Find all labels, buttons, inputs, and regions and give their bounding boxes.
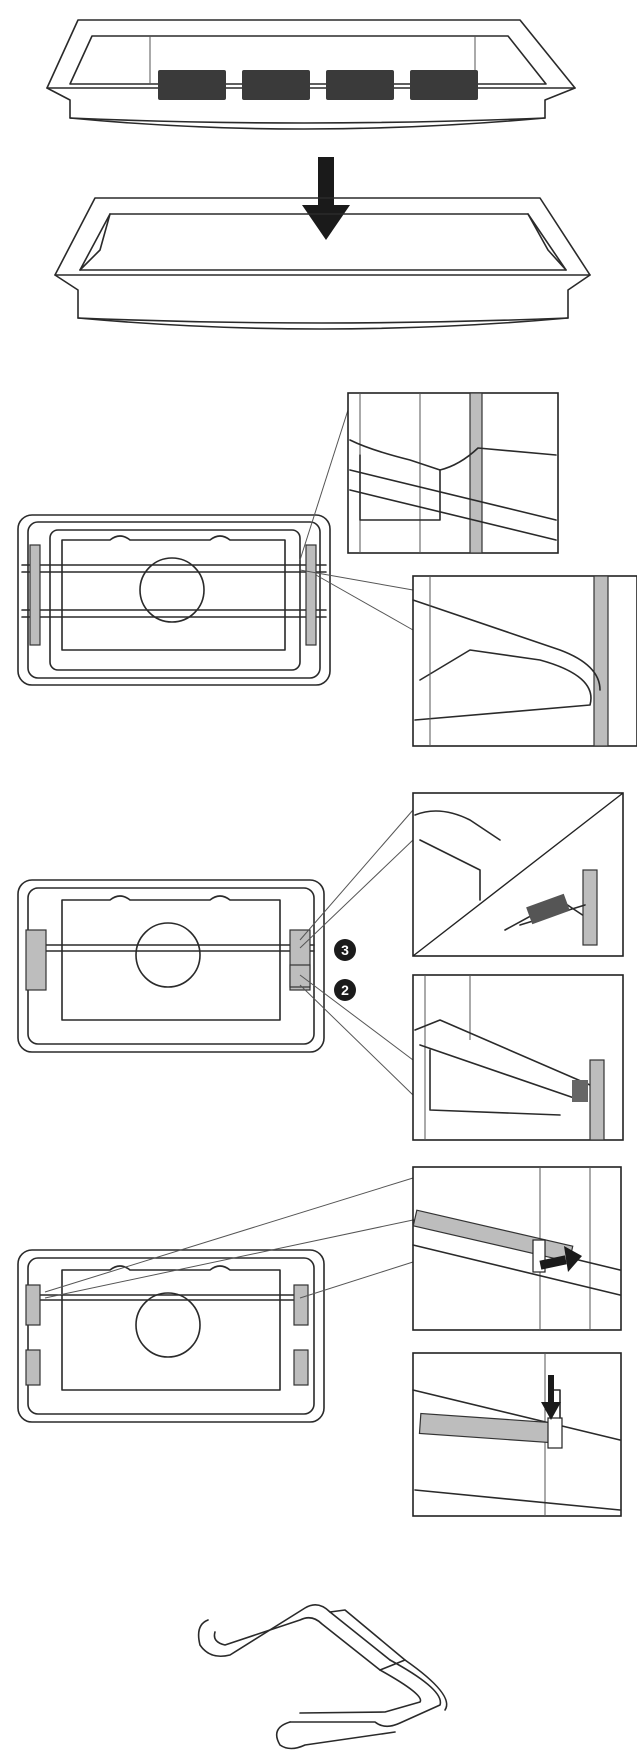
perforated-tray [46,19,576,130]
deep-pan [54,197,591,330]
leader-lines-2 [299,809,414,1096]
tray-perforations [158,70,478,100]
detail-rail-pull [412,1166,622,1331]
arrow-down-small-icon [541,1375,561,1420]
oven-cavity-front-3 [17,1249,325,1423]
level-3-badge: 3 [334,939,356,961]
detail-rail-insert-top [412,792,624,957]
leader-lines-3 [44,1177,414,1299]
wire-bracket [197,1604,448,1750]
detail-shelf-top [347,392,559,554]
oven-cavity-front-1 [17,514,331,686]
leader-lines-1 [299,409,414,631]
detail-shelf-bottom [412,575,637,747]
svg-text:3: 3 [341,942,349,958]
level-2-badge: 2 [334,979,356,1001]
detail-rail-insert-bottom [412,974,624,1141]
oven-cavity-front-2 [17,879,325,1053]
arrow-right-icon [539,1246,582,1272]
svg-text:2: 2 [341,982,349,998]
detail-rail-lock [412,1352,622,1517]
